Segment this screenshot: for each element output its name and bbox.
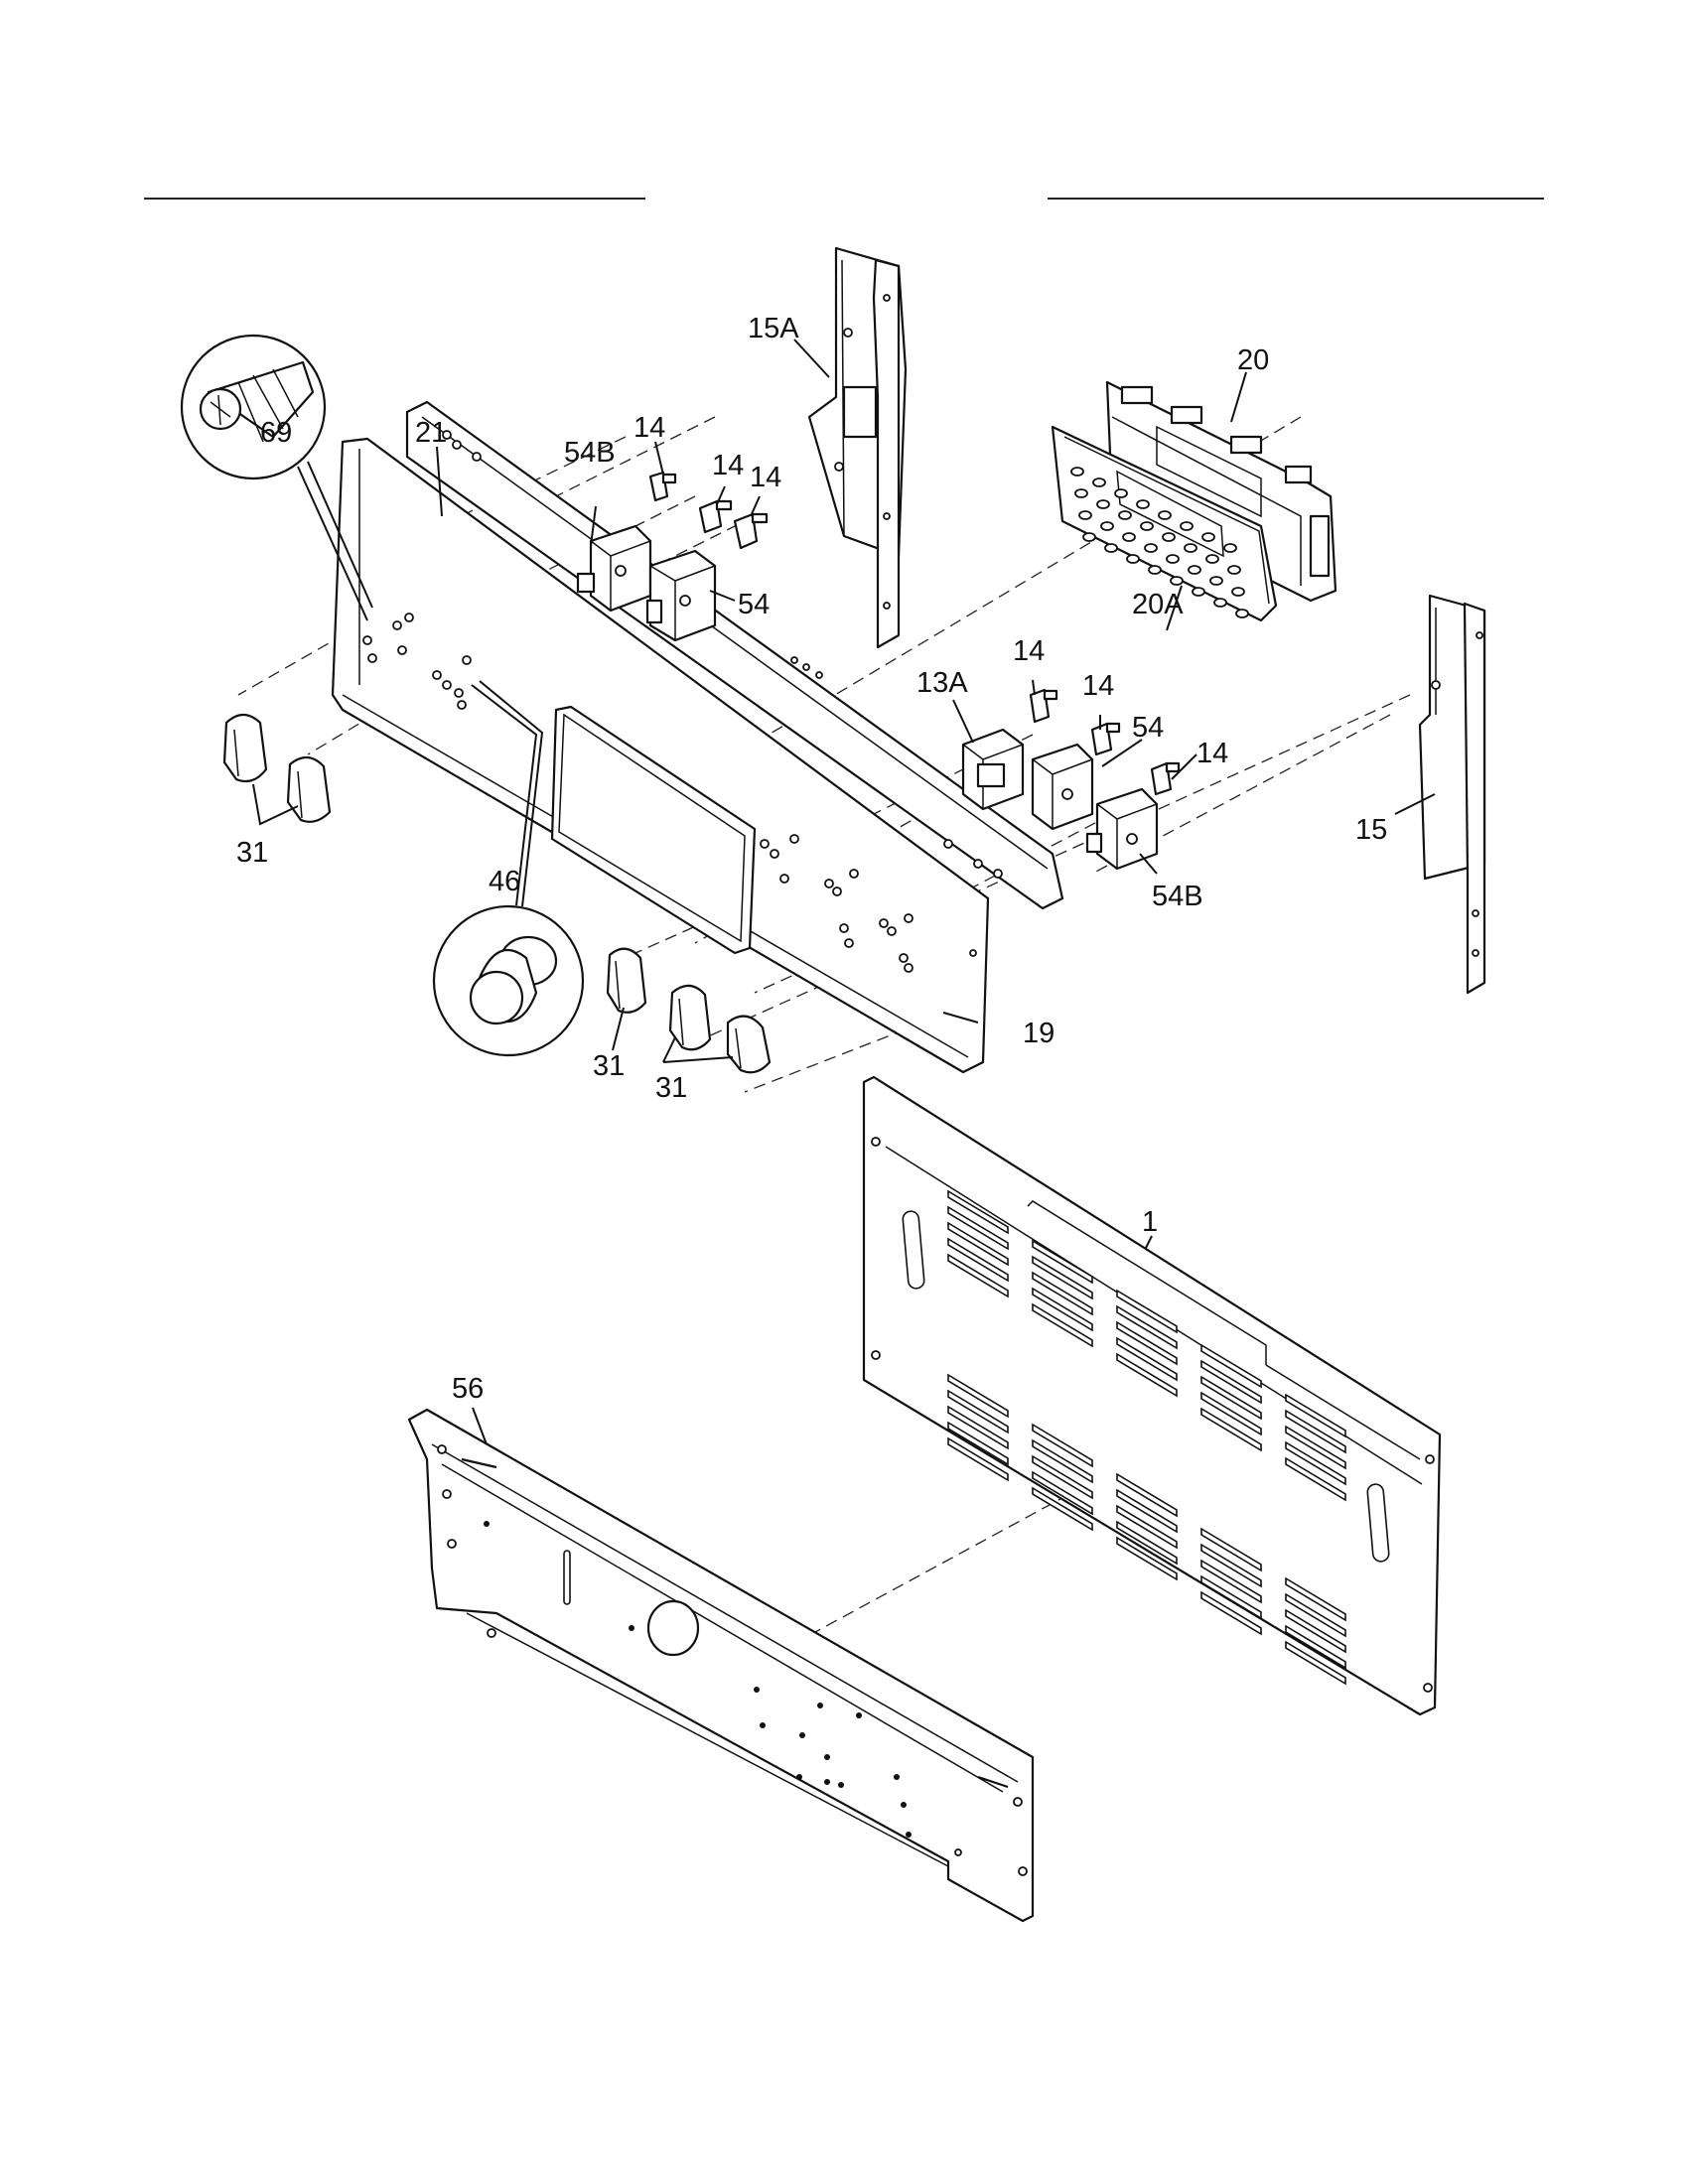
knob-31-left-b <box>286 755 332 823</box>
callout-54-top: 54 <box>738 589 770 620</box>
callout-46: 46 <box>489 866 520 897</box>
switch-54b-mid <box>1085 787 1159 871</box>
switch-54b-top <box>576 524 652 613</box>
side-bracket-15a <box>807 246 908 649</box>
callout-31-left: 31 <box>236 837 268 869</box>
knob-31-mid <box>606 947 647 1014</box>
callout-20: 20 <box>1237 344 1269 376</box>
knob-31-left-a <box>222 713 268 783</box>
terminal-14-top-group <box>648 471 769 550</box>
knob-31-bottom-b <box>726 1015 772 1074</box>
callout-14-f: 14 <box>1196 738 1228 769</box>
callout-14-d: 14 <box>1013 635 1045 667</box>
switch-54-top <box>645 549 717 642</box>
terminal-14-mid-group <box>1029 688 1181 796</box>
lower-panel-56 <box>407 1408 1035 1923</box>
callout-13a: 13A <box>916 667 968 699</box>
callout-54b-mid: 54B <box>1152 881 1203 912</box>
callout-15a: 15A <box>748 313 799 344</box>
callout-14-e: 14 <box>1082 670 1114 702</box>
callout-14-b: 14 <box>712 450 744 481</box>
callout-31-mid: 31 <box>593 1050 625 1082</box>
knob-31-bottom-a <box>668 984 712 1051</box>
control-panel-19 <box>331 437 990 1074</box>
callout-69: 69 <box>260 417 292 449</box>
knob-46-callout <box>432 680 585 1057</box>
callout-19: 19 <box>1023 1018 1055 1049</box>
rear-panel-1 <box>862 1075 1442 1716</box>
switch-13a <box>961 728 1025 811</box>
callout-15: 15 <box>1355 814 1387 846</box>
callout-14-a: 14 <box>633 412 665 444</box>
callout-20a: 20A <box>1132 589 1184 620</box>
overlay-20a <box>1051 425 1278 622</box>
callout-21: 21 <box>415 417 447 449</box>
callout-54b-top: 54B <box>564 437 616 469</box>
callout-56: 56 <box>452 1373 484 1405</box>
callout-labels: 15A 20 21 54B 14 14 14 54 69 20A 14 13A … <box>236 313 1387 1405</box>
callout-1: 1 <box>1142 1206 1158 1238</box>
switch-54-mid <box>1031 743 1094 831</box>
callout-14-c: 14 <box>750 462 781 493</box>
callout-54-mid: 54 <box>1132 712 1164 744</box>
callout-31-bottom: 31 <box>655 1072 687 1104</box>
side-bracket-15 <box>1418 594 1486 995</box>
screw-69-callout <box>180 334 373 621</box>
